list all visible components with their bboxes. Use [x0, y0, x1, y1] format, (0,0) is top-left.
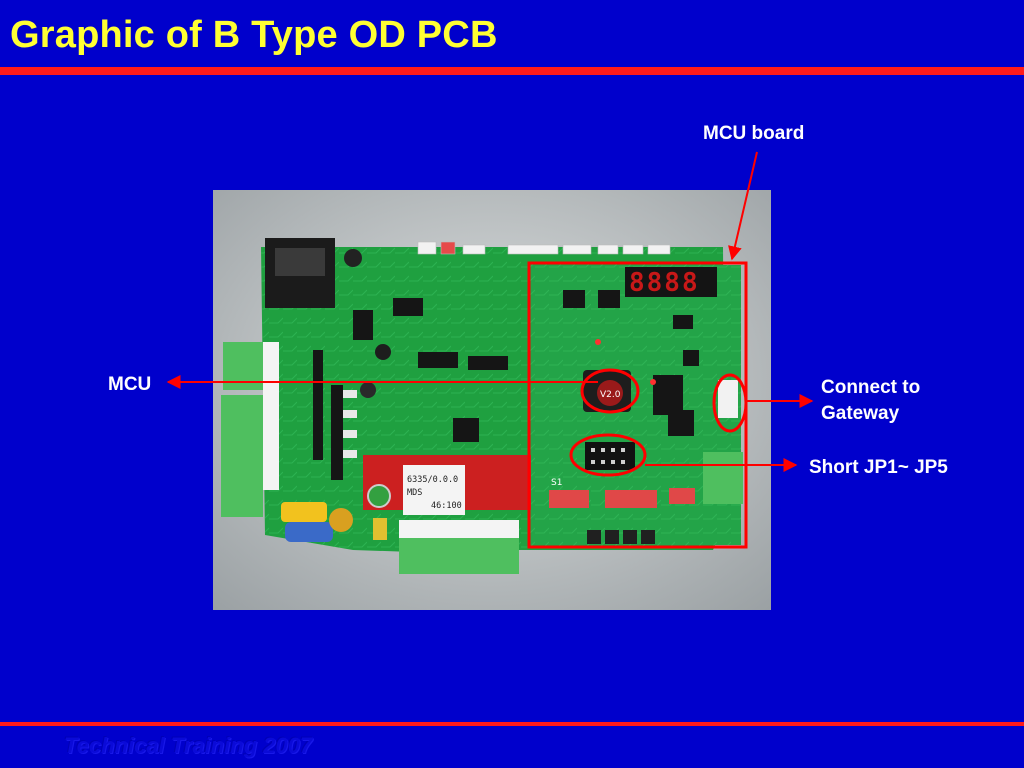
film-capacitor	[281, 502, 327, 522]
heat-sink-fins	[275, 248, 325, 276]
transistor-column	[313, 350, 343, 480]
short-jp-label: Short JP1~ JP5	[809, 457, 948, 478]
capacitor	[375, 344, 391, 360]
capacitor	[373, 518, 387, 540]
footer-divider	[0, 722, 1024, 726]
top-connectors	[417, 241, 671, 255]
sticker-line3: 46:100	[431, 501, 462, 511]
jumper-header	[585, 442, 635, 470]
slide-title: Graphic of B Type OD PCB	[10, 14, 498, 56]
status-led	[595, 339, 601, 345]
status-led	[650, 379, 656, 385]
main-ics	[353, 298, 508, 442]
bottom-terminal-label	[399, 520, 519, 538]
pcb-photo: 6335/0.0.0 MDS 46:100 8888 V2.0 S1	[213, 190, 771, 610]
mcu-label: MCU	[108, 374, 152, 395]
varistor	[367, 484, 391, 508]
title-divider	[0, 67, 1024, 75]
gateway-connector	[718, 380, 738, 418]
resistor-array	[343, 390, 357, 458]
sticker-line2: MDS	[407, 488, 422, 498]
capacitor	[360, 382, 376, 398]
connect-gateway-line2: Gateway	[821, 403, 900, 424]
sticker-line1: 6335/0.0.0	[407, 475, 458, 485]
part-sticker	[403, 465, 465, 515]
mcu-board-label: MCU board	[703, 123, 805, 144]
mcu-chip-version: V2.0	[600, 390, 621, 400]
connect-gateway-line1: Connect to	[821, 377, 921, 398]
display-digits: 8888	[629, 268, 700, 298]
capacitor	[344, 249, 362, 267]
switch-label: S1	[551, 478, 562, 488]
connect-gateway-label: Connect to Gateway	[821, 375, 920, 427]
footer-text: Technical Training 2007	[64, 733, 313, 758]
ceramic-capacitor	[329, 508, 353, 532]
gateway-terminal	[703, 452, 743, 504]
film-capacitor	[285, 522, 333, 542]
